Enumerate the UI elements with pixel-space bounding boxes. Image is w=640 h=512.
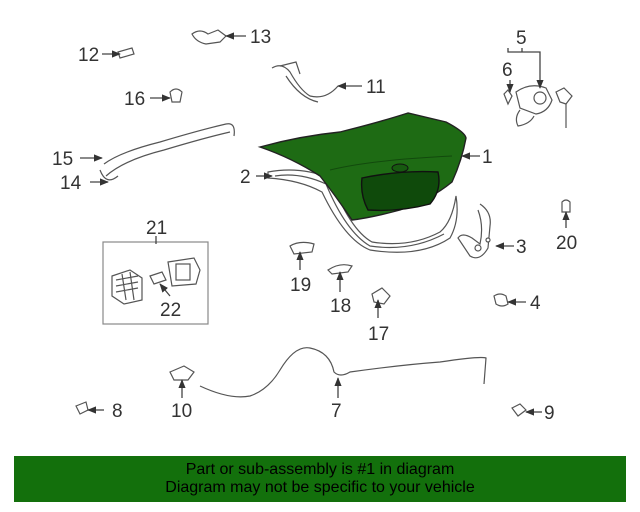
banner-line-2: Diagram may not be specific to your vehi… (165, 479, 475, 496)
lock-clip-part[interactable] (503, 89, 513, 106)
screw-part[interactable] (117, 47, 135, 59)
bulb-part-22[interactable] (149, 271, 167, 285)
torsion-bar-part[interactable] (99, 123, 235, 181)
callout-6[interactable]: 6 (502, 60, 513, 81)
callout-14[interactable]: 14 (60, 173, 82, 194)
callout-22[interactable]: 22 (160, 300, 181, 321)
callout-15[interactable]: 15 (52, 149, 73, 170)
callout-10[interactable]: 10 (171, 401, 192, 422)
hinge-part[interactable] (457, 203, 491, 259)
callout-7[interactable]: 7 (331, 401, 342, 422)
trunk-lid-part[interactable] (257, 112, 467, 221)
callout-1[interactable]: 1 (482, 147, 493, 168)
callout-12[interactable]: 12 (78, 45, 99, 66)
release-cable-part[interactable] (199, 347, 487, 398)
callout-21[interactable]: 21 (146, 218, 167, 239)
clip-part-8[interactable] (75, 401, 89, 415)
release-lever-part[interactable] (169, 365, 195, 381)
striker-part[interactable] (191, 29, 227, 45)
plug-part-20[interactable] (561, 199, 571, 213)
callout-16[interactable]: 16 (124, 89, 145, 110)
latch-part[interactable] (371, 287, 391, 305)
bumper-stop-part[interactable] (493, 293, 509, 307)
callout-numbers: 1 2 3 4 5 6 7 8 9 10 11 12 13 14 15 16 1… (52, 27, 577, 424)
callout-3[interactable]: 3 (516, 237, 527, 258)
callout-9[interactable]: 9 (544, 403, 555, 424)
cover-part-19[interactable] (289, 241, 315, 255)
callout-18[interactable]: 18 (330, 296, 351, 317)
callout-5[interactable]: 5 (516, 28, 527, 49)
clip-part-9[interactable] (511, 403, 527, 417)
cover-part-18[interactable] (327, 264, 353, 275)
callout-19[interactable]: 19 (290, 275, 311, 296)
clip-part-16[interactable] (169, 88, 183, 103)
callout-11[interactable]: 11 (366, 77, 386, 98)
lock-cylinder-part[interactable] (515, 85, 573, 128)
banner-line-1: Part or sub-assembly is #1 in diagram (185, 461, 455, 478)
callout-17[interactable]: 17 (368, 324, 389, 345)
leader-lines (80, 32, 570, 416)
callout-20[interactable]: 20 (556, 233, 577, 254)
hinge-bracket-part[interactable] (271, 61, 339, 103)
callout-8[interactable]: 8 (112, 401, 123, 422)
callout-13[interactable]: 13 (250, 27, 271, 48)
callout-4[interactable]: 4 (530, 293, 541, 314)
callout-2[interactable]: 2 (240, 167, 251, 188)
parts-diagram: 1 2 3 4 5 6 7 8 9 10 11 12 13 14 15 16 1… (52, 27, 577, 424)
info-banner: Part or sub-assembly is #1 in diagram Di… (14, 456, 626, 502)
